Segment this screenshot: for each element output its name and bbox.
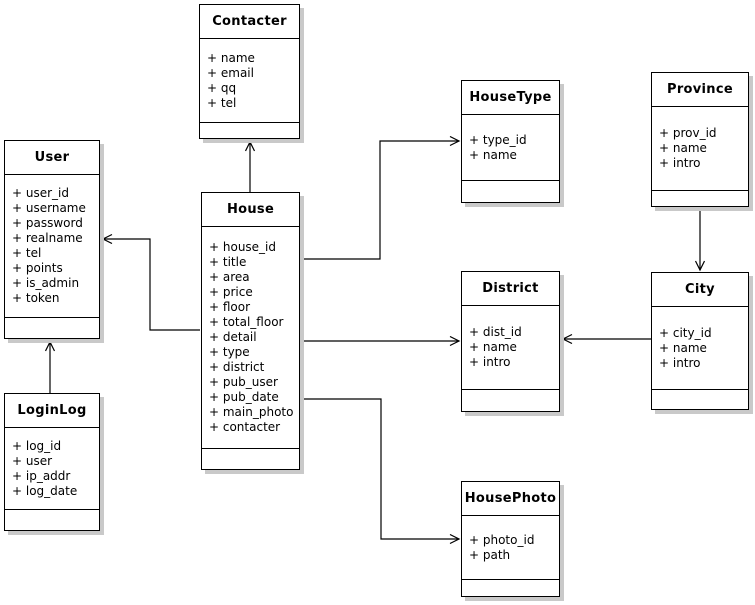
methods-compartment	[202, 449, 299, 469]
attribute: + title	[209, 255, 247, 269]
methods-compartment	[652, 390, 748, 409]
class-province-attributes: + prov_id + name + intro	[652, 107, 748, 191]
attribute: + main_photo	[209, 405, 294, 419]
class-district-title: District	[462, 272, 559, 306]
attribute: + password	[12, 216, 83, 230]
class-user[interactable]: User + user_id + username + password + r…	[4, 140, 100, 339]
class-housephoto[interactable]: HousePhoto + photo_id + path	[461, 481, 560, 597]
class-housetype[interactable]: HouseType + type_id + name	[461, 80, 560, 203]
attribute: + district	[209, 360, 265, 374]
class-house-title: House	[202, 193, 299, 227]
class-contacter-title: Contacter	[200, 5, 299, 39]
class-province-title: Province	[652, 73, 748, 107]
class-district[interactable]: District + dist_id + name + intro	[461, 271, 560, 412]
class-loginlog-title: LoginLog	[5, 394, 99, 428]
class-user-title: User	[5, 141, 99, 175]
attribute: + pub_user	[209, 375, 278, 389]
attribute: + tel	[12, 246, 42, 260]
attribute: + intro	[469, 355, 511, 369]
methods-compartment	[5, 510, 99, 530]
attribute: + detail	[209, 330, 257, 344]
attribute: + is_admin	[12, 276, 80, 290]
methods-compartment	[462, 580, 559, 596]
attribute: + prov_id	[659, 126, 717, 140]
attribute: + name	[469, 147, 517, 162]
attribute: + pub_date	[209, 390, 279, 404]
methods-compartment	[652, 191, 748, 206]
attribute: + type	[209, 345, 250, 359]
attribute: + dist_id	[469, 325, 522, 339]
class-housetype-title: HouseType	[462, 81, 559, 115]
class-house[interactable]: House + house_id + title + area + price …	[201, 192, 300, 470]
attribute: + area	[209, 270, 250, 284]
class-loginlog-attributes: + log_id + user + ip_addr + log_date	[5, 428, 99, 510]
attribute: + ip_addr	[12, 468, 71, 483]
attribute: + price	[209, 285, 253, 299]
methods-compartment	[5, 318, 99, 338]
attribute: + qq	[207, 80, 237, 95]
methods-compartment	[462, 181, 559, 202]
attribute: + username	[12, 201, 86, 215]
connector-house-housephoto	[300, 398, 459, 539]
attribute: + photo_id	[469, 532, 535, 547]
attribute: + log_id	[12, 438, 62, 453]
class-contacter[interactable]: Contacter + name + email + qq + tel	[199, 4, 300, 139]
attribute: + name	[659, 141, 707, 155]
attribute: + email	[207, 65, 254, 80]
class-house-attributes: + house_id + title + area + price + floo…	[202, 227, 299, 449]
connector-house-housetype	[300, 141, 459, 260]
class-housephoto-title: HousePhoto	[462, 482, 559, 516]
class-city-attributes: + city_id + name + intro	[652, 307, 748, 390]
attribute: + realname	[12, 231, 83, 245]
attribute: + path	[469, 547, 511, 562]
attribute: + user	[12, 453, 53, 468]
attribute: + name	[469, 340, 517, 354]
attribute: + log_date	[12, 483, 78, 498]
attribute: + city_id	[659, 325, 712, 340]
attribute: + points	[12, 261, 63, 275]
attribute: + house_id	[209, 240, 277, 254]
class-city[interactable]: City + city_id + name + intro	[651, 272, 749, 410]
attribute: + user_id	[12, 186, 69, 200]
class-housetype-attributes: + type_id + name	[462, 115, 559, 181]
attribute: + type_id	[469, 132, 527, 147]
attribute: + token	[12, 291, 60, 305]
class-user-attributes: + user_id + username + password + realna…	[5, 175, 99, 318]
class-province[interactable]: Province + prov_id + name + intro	[651, 72, 749, 207]
class-district-attributes: + dist_id + name + intro	[462, 306, 559, 390]
attribute: + name	[207, 50, 255, 65]
attribute: + total_floor	[209, 315, 284, 329]
attribute: + intro	[659, 355, 701, 370]
attribute: + floor	[209, 300, 251, 314]
methods-compartment	[462, 390, 559, 411]
attribute: + intro	[659, 156, 701, 170]
attribute: + name	[659, 340, 707, 355]
attribute: + tel	[207, 95, 237, 110]
class-housephoto-attributes: + photo_id + path	[462, 516, 559, 580]
class-city-title: City	[652, 273, 748, 307]
connector-house-user	[103, 239, 200, 331]
class-loginlog[interactable]: LoginLog + log_id + user + ip_addr + log…	[4, 393, 100, 531]
methods-compartment	[200, 123, 299, 138]
attribute: + contacter	[209, 420, 281, 434]
class-contacter-attributes: + name + email + qq + tel	[200, 39, 299, 123]
